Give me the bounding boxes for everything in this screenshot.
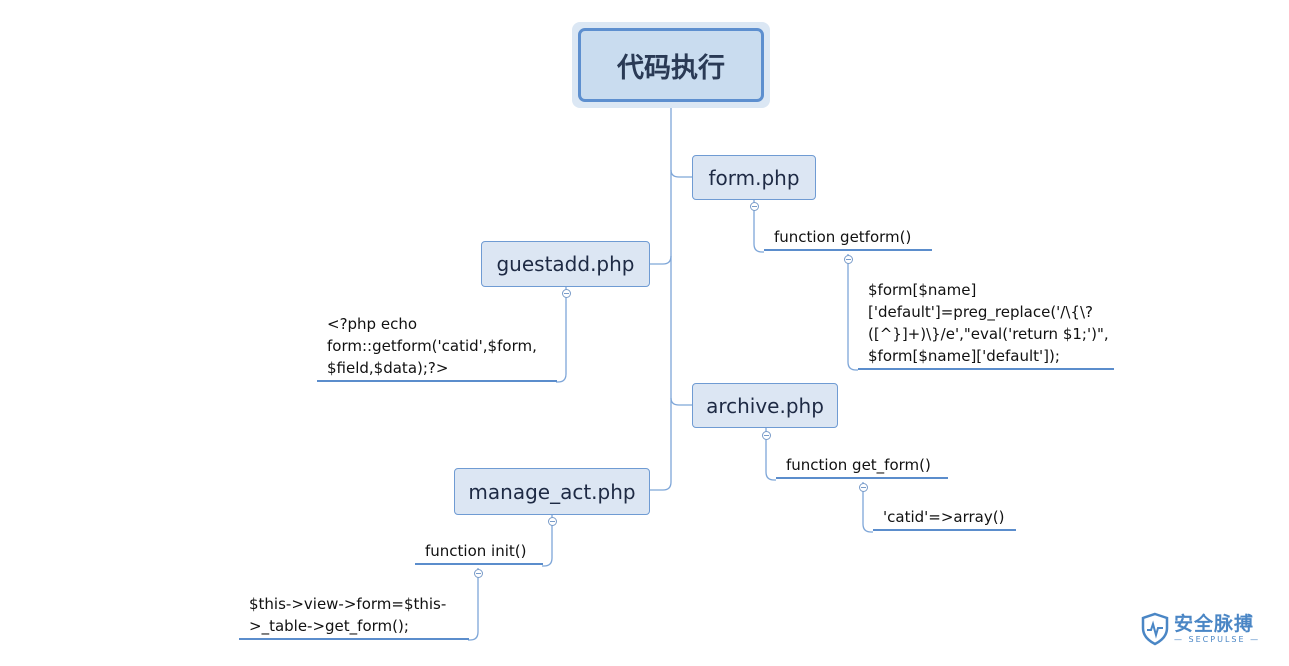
leaf-function-getform[interactable]: function getform() [764,226,932,251]
leaf-line: ([^}]+)\}/e',"eval('return $1;')", [868,325,1109,343]
node-archive-php[interactable]: archive.php [692,383,838,428]
collapse-icon[interactable] [548,517,557,526]
watermark-en: — SECPULSE — [1174,635,1261,644]
leaf-line: $this->view->form=$this- [249,595,447,613]
underline [764,249,932,251]
underline [858,368,1114,370]
leaf-line: ['default']=preg_replace('/\{\? [868,303,1093,321]
leaf-line: >_table->get_form(); [249,617,409,635]
secpulse-watermark: 安全脉搏 — SECPULSE — [1140,612,1260,646]
leaf-function-get-form[interactable]: function get_form() [776,454,948,479]
underline [873,529,1016,531]
leaf-line: <?php echo [327,315,418,333]
collapse-icon[interactable] [750,202,759,211]
root-node[interactable]: 代码执行 [572,22,770,108]
leaf-line: $form[$name]['default']); [868,347,1060,365]
node-form-php[interactable]: form.php [692,155,816,200]
node-guestadd-php[interactable]: guestadd.php [481,241,650,287]
leaf-label: 'catid'=>array() [883,508,1005,526]
leaf-label: function get_form() [786,456,931,474]
leaf-function-init[interactable]: function init() [415,540,543,565]
leaf-line: $field,$data);?> [327,359,449,377]
leaf-line: form::getform('catid',$form, [327,337,537,355]
leaf-label: function getform() [774,228,912,246]
leaf-guestadd-echo[interactable]: <?php echo form::getform('catid',$form, … [317,313,557,382]
leaf-view-form[interactable]: $this->view->form=$this- >_table->get_fo… [239,593,469,640]
node-manage-act-php[interactable]: manage_act.php [454,468,650,515]
collapse-icon[interactable] [474,569,483,578]
underline [776,477,948,479]
collapse-icon[interactable] [762,431,771,440]
leaf-catid-array[interactable]: 'catid'=>array() [873,506,1016,531]
root-node-label: 代码执行 [578,28,764,102]
shield-icon [1141,612,1169,646]
leaf-label: function init() [425,542,527,560]
leaf-preg-replace[interactable]: $form[$name] ['default']=preg_replace('/… [858,279,1114,370]
watermark-cn: 安全脉搏 [1174,613,1255,635]
underline [317,380,557,382]
leaf-line: $form[$name] [868,281,977,299]
collapse-icon[interactable] [844,255,853,264]
collapse-icon[interactable] [562,289,571,298]
underline [415,563,543,565]
underline [239,638,469,640]
collapse-icon[interactable] [859,483,868,492]
